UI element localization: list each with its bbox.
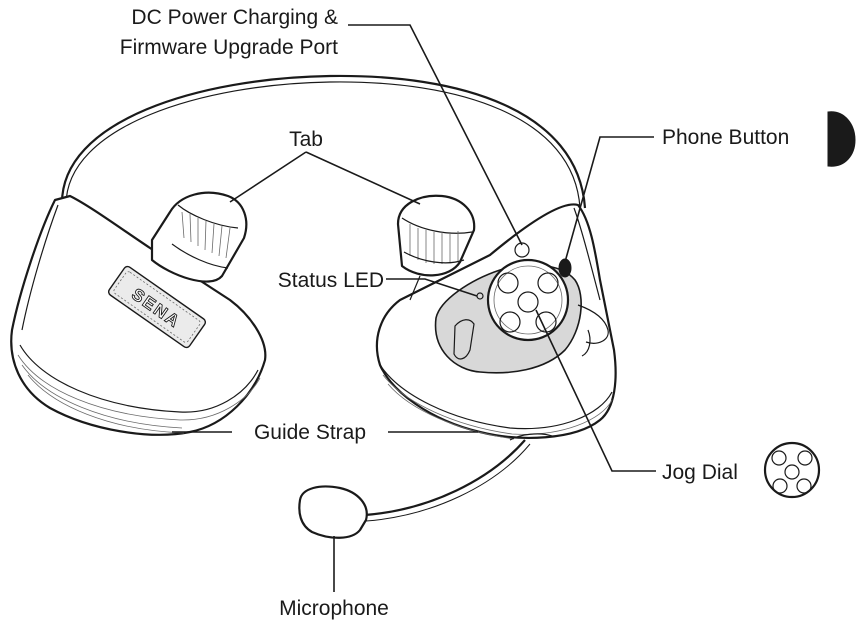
dc-port-leader <box>348 24 523 246</box>
tab-label: Tab <box>289 128 323 151</box>
phone-button-leader <box>564 136 654 263</box>
jog-dial-inset-icon <box>763 441 821 499</box>
status-led-leader <box>386 278 478 297</box>
microphone-boom <box>364 433 553 522</box>
jog-dial-leader <box>535 309 656 472</box>
phone-button-icon <box>558 258 572 278</box>
jog-dial <box>486 258 570 342</box>
headband <box>60 74 587 209</box>
guide-strap-label: Guide Strap <box>254 421 366 444</box>
microphone-foam <box>298 485 368 539</box>
tab-leader <box>229 151 421 205</box>
jog-dial-label: Jog Dial <box>662 461 738 484</box>
phone-button-label: Phone Button <box>662 126 789 149</box>
dc-port-label-line2: Firmware Upgrade Port <box>120 36 338 59</box>
left-tab <box>150 191 248 283</box>
dc-port-label-line1: DC Power Charging & <box>131 6 338 29</box>
phone-button-inset-icon <box>827 111 856 167</box>
dc-port-icon <box>514 242 530 258</box>
microphone-label: Microphone <box>279 597 389 620</box>
leader-lines <box>172 24 656 592</box>
status-led-label: Status LED <box>278 269 384 292</box>
